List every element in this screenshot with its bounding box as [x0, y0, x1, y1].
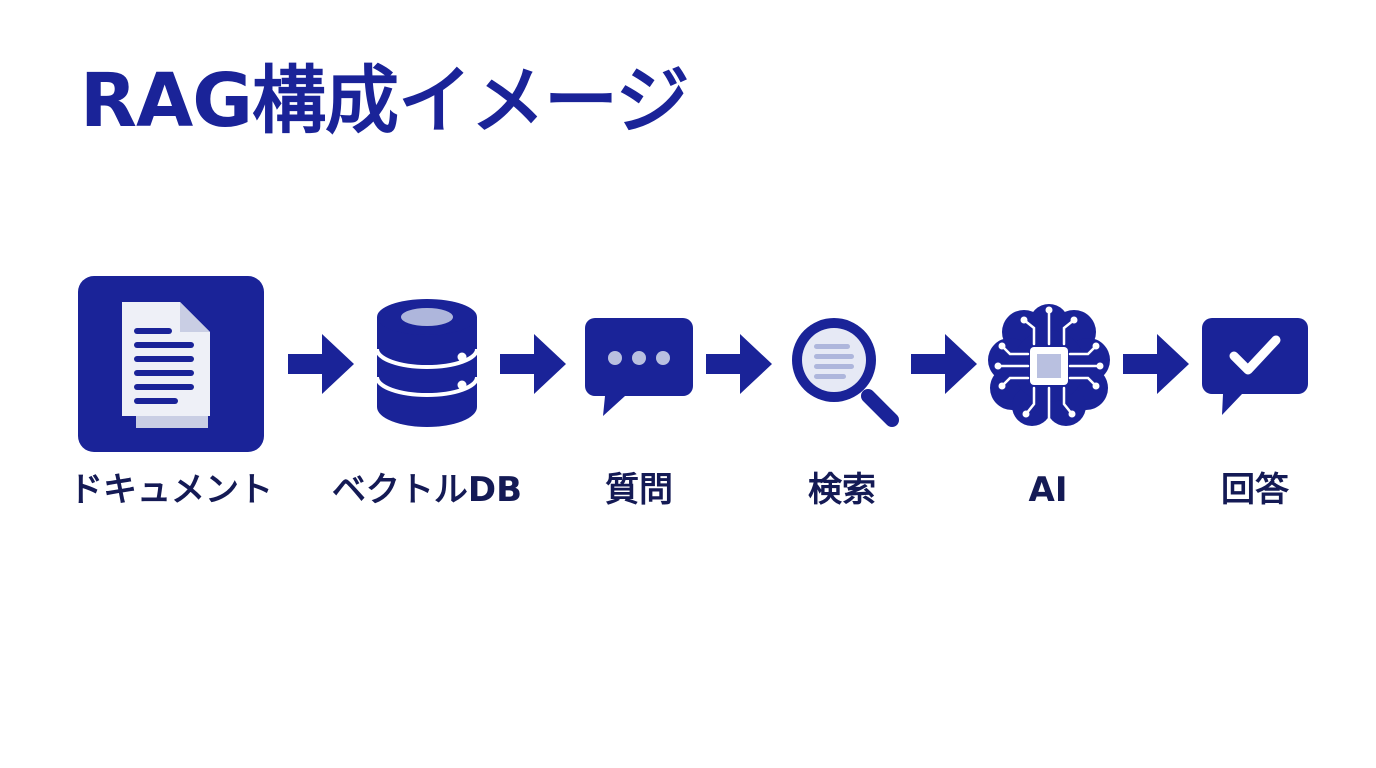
page-title: RAG構成イメージ [80, 58, 690, 144]
arrow-icon [288, 334, 354, 394]
ai-brain-chip-icon [988, 304, 1110, 430]
step-label-search: 検索 [808, 470, 876, 510]
step-label-answer: 回答 [1221, 470, 1289, 510]
database-icon [374, 297, 480, 429]
chat-bubble-icon [585, 318, 693, 418]
arrow-icon [1123, 334, 1189, 394]
arrow-icon [706, 334, 772, 394]
document-icon [78, 276, 264, 452]
arrow-icon [911, 334, 977, 394]
step-label-question: 質問 [605, 470, 673, 510]
answer-check-icon [1202, 318, 1308, 416]
magnifier-icon [786, 312, 902, 430]
step-label-vector-db: ベクトルDB [331, 470, 523, 510]
arrow-icon [500, 334, 566, 394]
step-label-document: ドキュメント [69, 470, 273, 510]
step-label-ai: AI [1028, 470, 1068, 510]
